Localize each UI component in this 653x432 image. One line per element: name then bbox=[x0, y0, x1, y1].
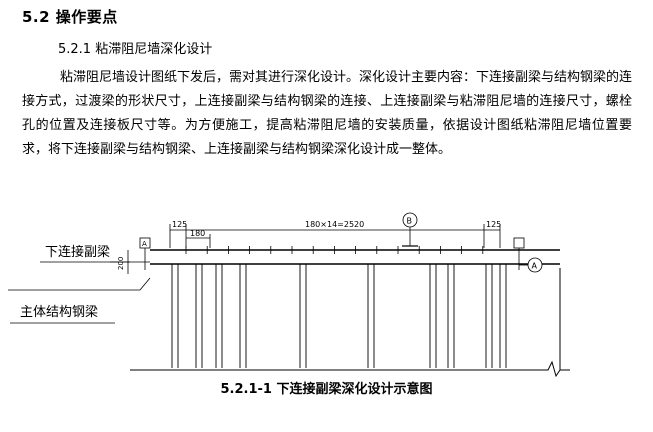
dim-height: 200 bbox=[117, 257, 125, 270]
break-line bbox=[130, 360, 570, 378]
beam-diagram: 125 180 180×14=2520 125 B A 200 A 下连接副梁 … bbox=[8, 212, 570, 378]
label-main-beam-leader bbox=[8, 277, 151, 291]
marker-a-right-box bbox=[513, 237, 525, 249]
dim-spacing: 180 bbox=[190, 229, 205, 238]
label-lower-beam: 下连接副梁 bbox=[45, 244, 110, 260]
marker-a-right: A bbox=[532, 262, 538, 271]
body-paragraph: 粘滞阻尼墙设计图纸下发后，需对其进行深化设计。深化设计主要内容：下连接副梁与结构… bbox=[22, 70, 633, 157]
label-main-beam: 主体结构钢梁 bbox=[20, 305, 98, 320]
design-figure: 125 180 180×14=2520 125 B A 200 A 下连接副梁 … bbox=[0, 208, 653, 378]
marker-b: B bbox=[407, 217, 413, 226]
figure-caption: 5.2.1-1 下连接副梁深化设计示意图 bbox=[220, 382, 433, 397]
bolt-marks bbox=[185, 246, 484, 254]
dim-right-edge: 125 bbox=[486, 220, 501, 229]
dim-left-edge: 125 bbox=[172, 220, 187, 229]
section-title: 5.2 操作要点 bbox=[22, 8, 118, 26]
dim-total: 180×14=2520 bbox=[305, 220, 364, 229]
marker-a-left: A bbox=[142, 240, 147, 248]
vertical-posts bbox=[171, 264, 507, 368]
subsection-title: 5.2.1 粘滞阻尼墙深化设计 bbox=[58, 42, 213, 57]
